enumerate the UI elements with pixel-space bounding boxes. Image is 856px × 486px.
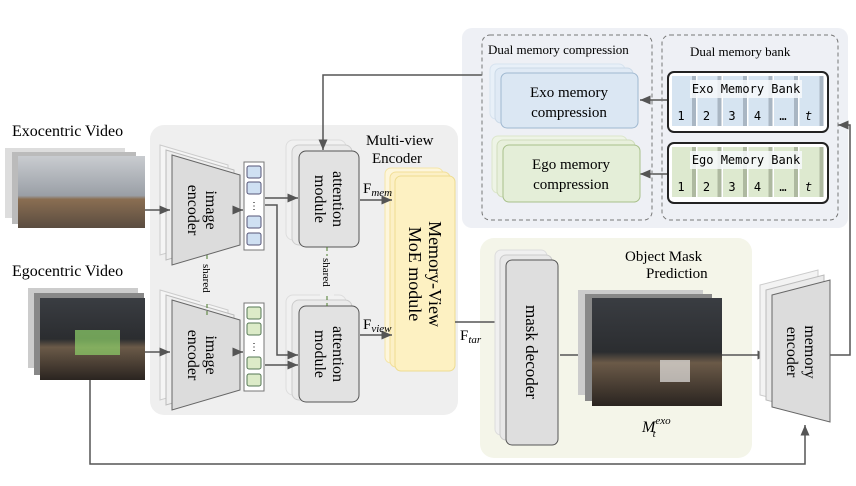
bank-slot (799, 147, 820, 197)
svg-text:attentionmodule: attentionmodule (311, 171, 346, 227)
bank-slot-label: 2 (703, 109, 710, 123)
svg-text:attentionmodule: attentionmodule (311, 326, 346, 382)
ego-video-label: Egocentric Video (12, 263, 123, 280)
svg-text:⋮: ⋮ (249, 342, 259, 353)
bank-slot-label: 3 (728, 109, 735, 123)
bank-slot-label: … (779, 109, 786, 123)
exo-video-label: Exocentric Video (12, 123, 123, 140)
bank-slot-label: t (805, 180, 812, 194)
dual-memory-bank-box (661, 34, 839, 221)
bank-slot-label: 1 (677, 180, 684, 194)
bank-title: Ego Memory Bank (692, 153, 801, 167)
dual-memory-compression-box (481, 34, 653, 221)
f-tar-label: Ftar (460, 328, 482, 346)
memory-view-moe-module: Memory-ViewMoE module (384, 167, 456, 372)
svg-text:imageencoder: imageencoder (184, 330, 219, 381)
attention-module-exo: attentionmodule (285, 139, 360, 248)
svg-text:memoryencoder: memoryencoder (783, 325, 818, 378)
image-encoder-ego: imageencoder (159, 289, 241, 411)
svg-text:Memory-ViewMoE module: Memory-ViewMoE module (405, 221, 445, 327)
shared-label-encoders: shared (200, 264, 212, 293)
svg-text:mask decoder: mask decoder (522, 305, 541, 399)
f-view-label: Fview (363, 317, 392, 335)
attention-module-ego: attentionmodule (285, 294, 360, 403)
ego-tokens: ⋮ (243, 302, 265, 392)
bank-slot (672, 147, 692, 197)
mask-output-frames (578, 290, 722, 406)
bank-slot-label: … (779, 180, 786, 194)
exo-memory-bank: 1 2 3 4 … t Exo Memory Bank (667, 71, 829, 133)
svg-text:imageencoder: imageencoder (184, 185, 219, 236)
ego-video-frames (28, 288, 145, 380)
f-mem-label: Fmem (363, 181, 392, 199)
bank-slot-label: 3 (728, 180, 735, 194)
bank-slot-label: 1 (677, 109, 684, 123)
svg-text:⋮: ⋮ (249, 201, 259, 212)
shared-label-attention: shared (320, 258, 332, 287)
bank-slot (672, 76, 692, 126)
mask-decoder: mask decoder (494, 249, 559, 446)
dual-memory-bank-title: Dual memory bank (690, 44, 791, 59)
bank-slot-label: 2 (703, 180, 710, 194)
bank-slot-label: 4 (754, 109, 761, 123)
dual-memory-compression-title: Dual memory compression (488, 42, 629, 57)
ego-memory-bank: 1 2 3 4 … t Ego Memory Bank (667, 142, 829, 204)
bank-slot-label: t (805, 109, 812, 123)
exo-tokens: ⋮ (243, 161, 265, 251)
exo-video-frames (5, 148, 145, 228)
bank-title: Exo Memory Bank (692, 82, 801, 96)
image-encoder-exo: imageencoder (159, 144, 241, 266)
bank-slot-label: 4 (754, 180, 761, 194)
bank-slot (799, 76, 820, 126)
encoder-arrows (89, 74, 851, 465)
memory-encoder: memoryencoder (759, 269, 831, 423)
